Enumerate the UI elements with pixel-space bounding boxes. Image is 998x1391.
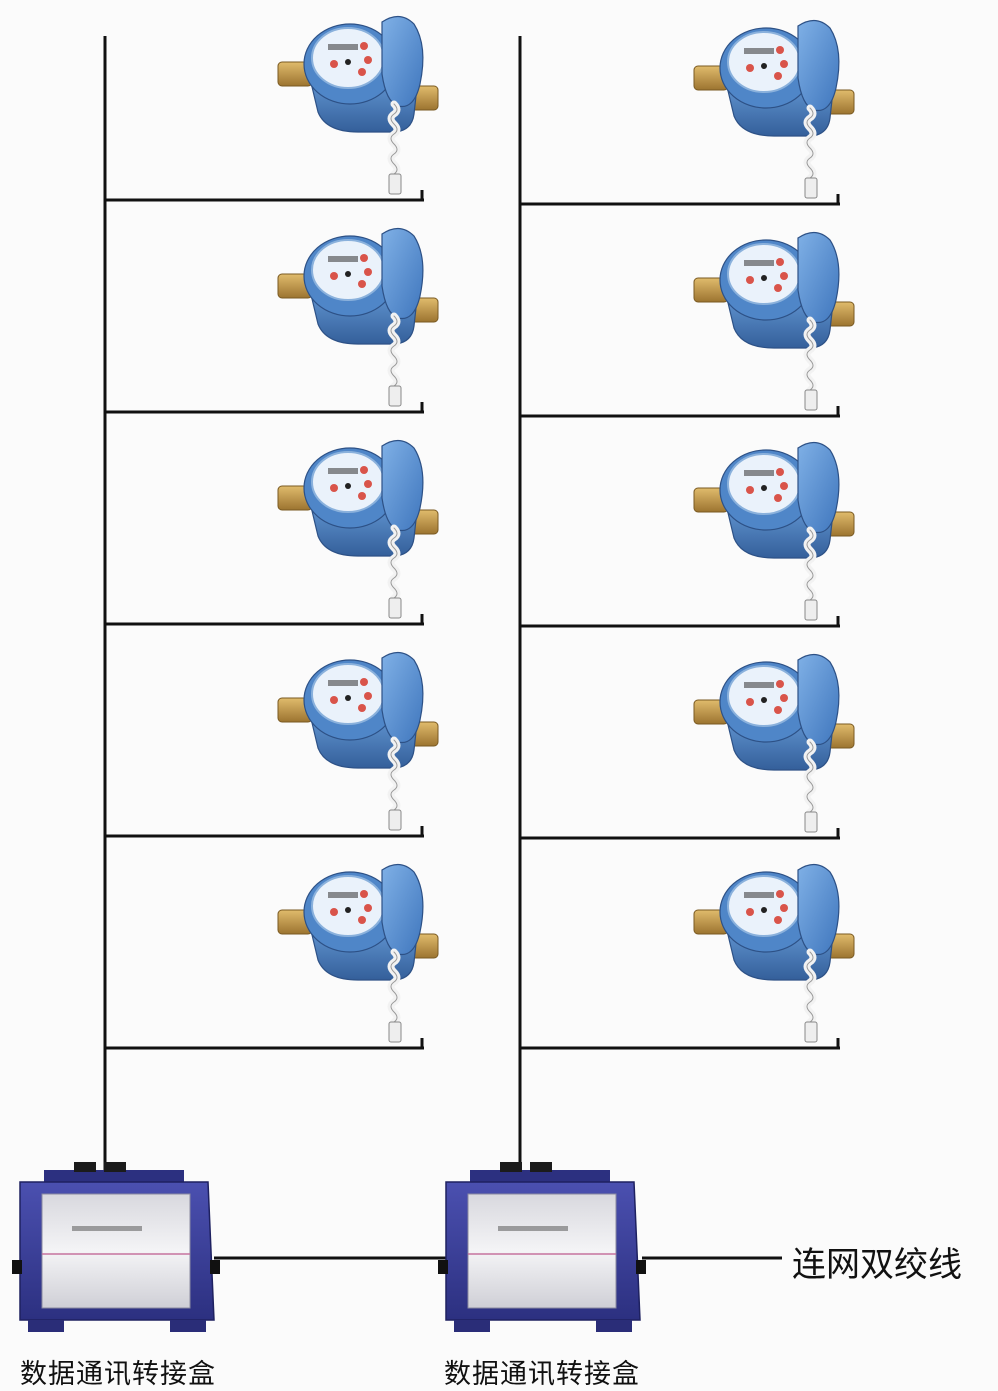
junction-box-icon [12, 1162, 220, 1332]
water-meter-icon [694, 442, 854, 620]
water-meter-icon [278, 440, 438, 618]
water-meter-icon [278, 228, 438, 406]
bus-right [520, 36, 840, 1172]
water-meter-icon [694, 20, 854, 198]
water-meter-icon [694, 654, 854, 832]
bus-left [105, 36, 424, 1172]
water-meter-icon [694, 864, 854, 1042]
water-meter-icon [694, 232, 854, 410]
junction-box-icon [438, 1162, 646, 1332]
network-cable-label: 连网双绞线 [792, 1237, 962, 1286]
water-meter-icon [278, 652, 438, 830]
junction-box-label-left: 数据通讯转接盒 [20, 1352, 216, 1391]
water-meter-icon [278, 864, 438, 1042]
water-meter-icon [278, 16, 438, 194]
junction-box-label-right: 数据通讯转接盒 [444, 1352, 640, 1391]
